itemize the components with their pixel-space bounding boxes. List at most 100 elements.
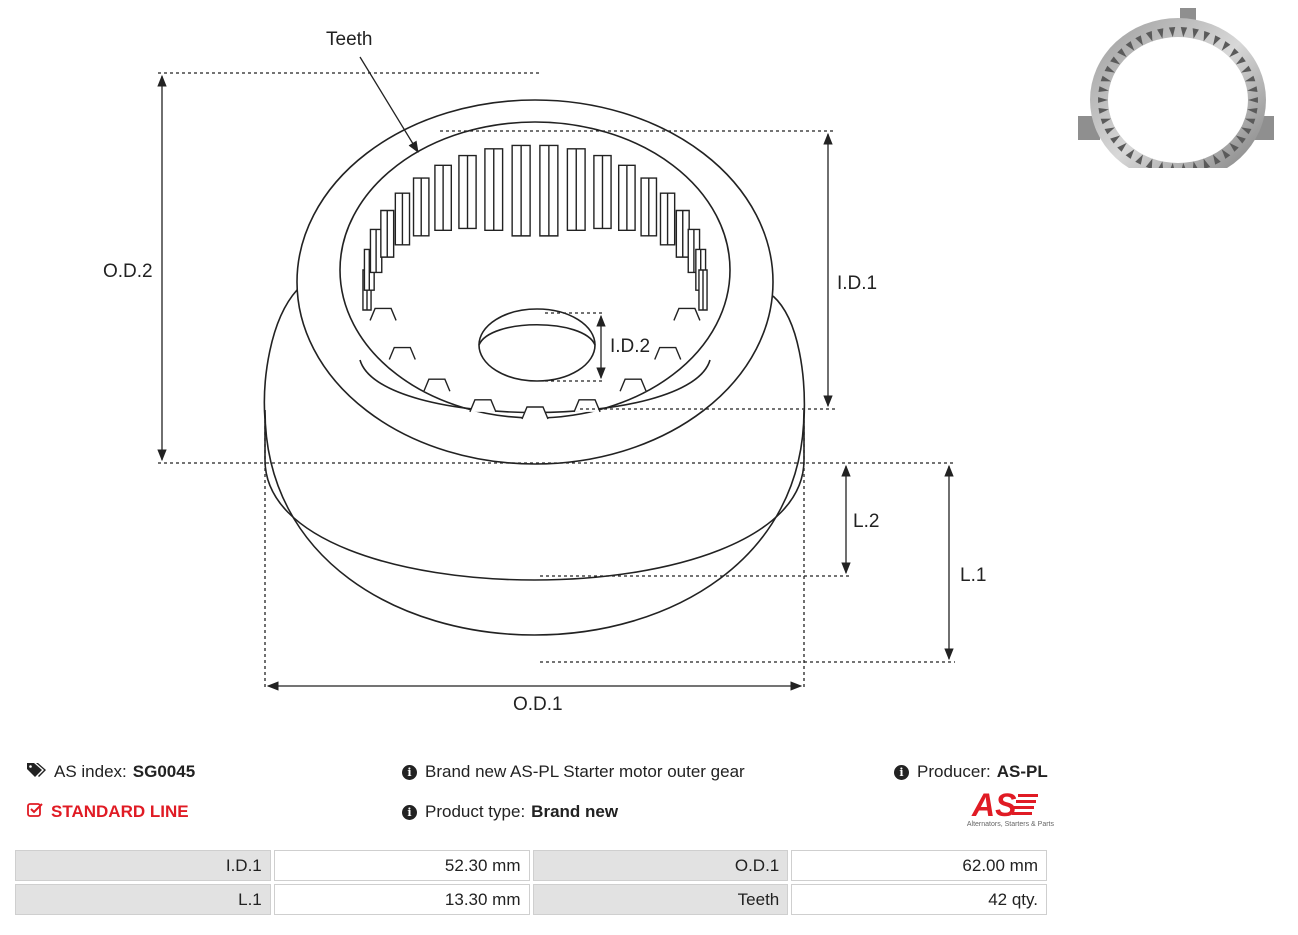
gear-tooth (511, 144, 531, 237)
photo-gear-tooth (1221, 41, 1231, 51)
label-teeth: Teeth (326, 29, 372, 50)
gear-tooth (640, 177, 658, 237)
standard-line: STANDARD LINE (27, 802, 189, 822)
photo-gear-tooth (1145, 31, 1153, 42)
spec-label: L.1 (15, 884, 271, 915)
logo-text: AS (971, 788, 1017, 822)
photo-gear-tooth (1203, 31, 1211, 42)
gear-tooth (380, 209, 395, 258)
gear-tooth (423, 378, 451, 392)
photo-gear-tooth (1235, 56, 1246, 65)
gear-teeth (362, 144, 708, 420)
photo-gear-tooth (1241, 127, 1252, 135)
gear-tooth (698, 269, 708, 311)
photo-gear-tooth (1125, 149, 1135, 159)
producer-value: AS-PL (996, 762, 1048, 781)
spec-value: 52.30 mm (273, 850, 530, 881)
product-photo (1078, 8, 1280, 170)
photo-gear-tooth (1117, 142, 1127, 152)
gear-tooth (659, 192, 676, 246)
photo-gear-tooth (1180, 27, 1188, 38)
photo-gear-tooth (1110, 135, 1121, 144)
table-row: I.D.1 52.30 mm O.D.1 62.00 mm (15, 850, 1047, 881)
gear-tooth (484, 148, 504, 232)
photo-gear-tooth (1100, 75, 1112, 82)
gear-tooth (539, 144, 559, 237)
photo-gear-tooth (1247, 107, 1258, 114)
photo-gear-tooth (1229, 142, 1239, 152)
gear-tooth (469, 399, 497, 413)
photo-gear-tooth (1203, 158, 1211, 169)
label-id1: I.D.1 (837, 273, 877, 294)
photo-gear-tooth (1098, 107, 1109, 114)
dimension-lines (157, 56, 955, 691)
photo-gear-tooth (1110, 56, 1121, 65)
gear-tooth (521, 406, 549, 420)
as-index: AS index: SG0045 (27, 762, 195, 782)
photo-gear-tooth (1157, 161, 1164, 170)
info-circle-icon: i (402, 764, 417, 780)
standard-line-label: STANDARD LINE (51, 802, 189, 821)
gear-tooth (394, 192, 411, 246)
gear-tooth (412, 177, 430, 237)
photo-gear-tooth (1098, 86, 1109, 93)
spec-label: Teeth (532, 884, 789, 915)
gear-tooth (619, 378, 647, 392)
table-row: L.1 13.30 mm Teeth 42 qty. (15, 884, 1047, 915)
photo-gear-tooth (1241, 65, 1252, 73)
gear-tooth (675, 209, 690, 258)
info-circle-icon: i (894, 764, 909, 780)
photo-gear-tooth (1117, 48, 1127, 58)
label-od2: O.D.2 (103, 261, 153, 282)
label-l2: L.2 (853, 511, 879, 532)
spec-value: 13.30 mm (273, 884, 530, 915)
gear-tooth (369, 307, 397, 321)
photo-gear-tooth (1125, 41, 1135, 51)
photo-gear-tooth (1135, 35, 1143, 46)
spec-value: 62.00 mm (791, 850, 1047, 881)
photo-gear-tooth (1244, 118, 1256, 125)
gear-tooth (654, 346, 682, 360)
photo-gear-tooth (1229, 48, 1239, 58)
gear-tooth (593, 154, 612, 230)
producer-label: Producer: (917, 762, 991, 781)
gear-tooth (388, 346, 416, 360)
photo-gear-tooth (1213, 35, 1221, 46)
gear-tooth (573, 399, 601, 413)
photo-gear-tooth (1248, 97, 1258, 103)
label-l1: L.1 (960, 565, 986, 586)
photo-gear-tooth (1247, 86, 1258, 93)
gear-tooth (369, 228, 383, 274)
gear-tooth (617, 164, 636, 231)
label-id2: I.D.2 (610, 336, 650, 357)
label-od1: O.D.1 (513, 694, 563, 715)
gear-tooth (434, 164, 453, 231)
tags-icon (27, 762, 46, 782)
spec-label: O.D.1 (532, 850, 789, 881)
producer: i Producer: AS-PL (894, 762, 1048, 782)
logo-tagline: Alternators, Starters & Parts (966, 821, 1054, 828)
photo-gear-tooth (1098, 97, 1108, 103)
product-type-value: Brand new (531, 802, 619, 821)
photo-gear-tooth (1221, 149, 1231, 159)
photo-gear-tooth (1104, 127, 1115, 135)
technical-drawing: Teeth O.D.2 I.D.1 I.D.2 L.2 L.1 O.D.1 (103, 29, 986, 715)
product-type: i Product type: Brand new (402, 802, 618, 822)
photo-gear-tooth (1135, 154, 1143, 165)
photo-gear-tooth (1168, 27, 1176, 38)
spec-value: 42 qty. (791, 884, 1047, 915)
as-pl-logo: AS Alternators, Starters & Parts (952, 787, 1054, 834)
photo-gear-tooth (1157, 28, 1164, 39)
spec-label: I.D.1 (15, 850, 271, 881)
info-circle-icon: i (402, 804, 417, 820)
photo-gear-tooth (1145, 158, 1153, 169)
as-index-value: SG0045 (132, 762, 196, 781)
as-index-label: AS index: (54, 762, 127, 781)
photo-gear-tooth (1213, 154, 1221, 165)
product-type-label: Product type: (425, 802, 526, 821)
gear-tooth (566, 148, 586, 232)
spec-table: I.D.1 52.30 mm O.D.1 62.00 mm L.1 13.30 … (12, 847, 1050, 918)
gear-tooth (458, 154, 477, 230)
photo-gear-tooth (1104, 65, 1115, 73)
description-text: Brand new AS-PL Starter motor outer gear (425, 762, 745, 781)
